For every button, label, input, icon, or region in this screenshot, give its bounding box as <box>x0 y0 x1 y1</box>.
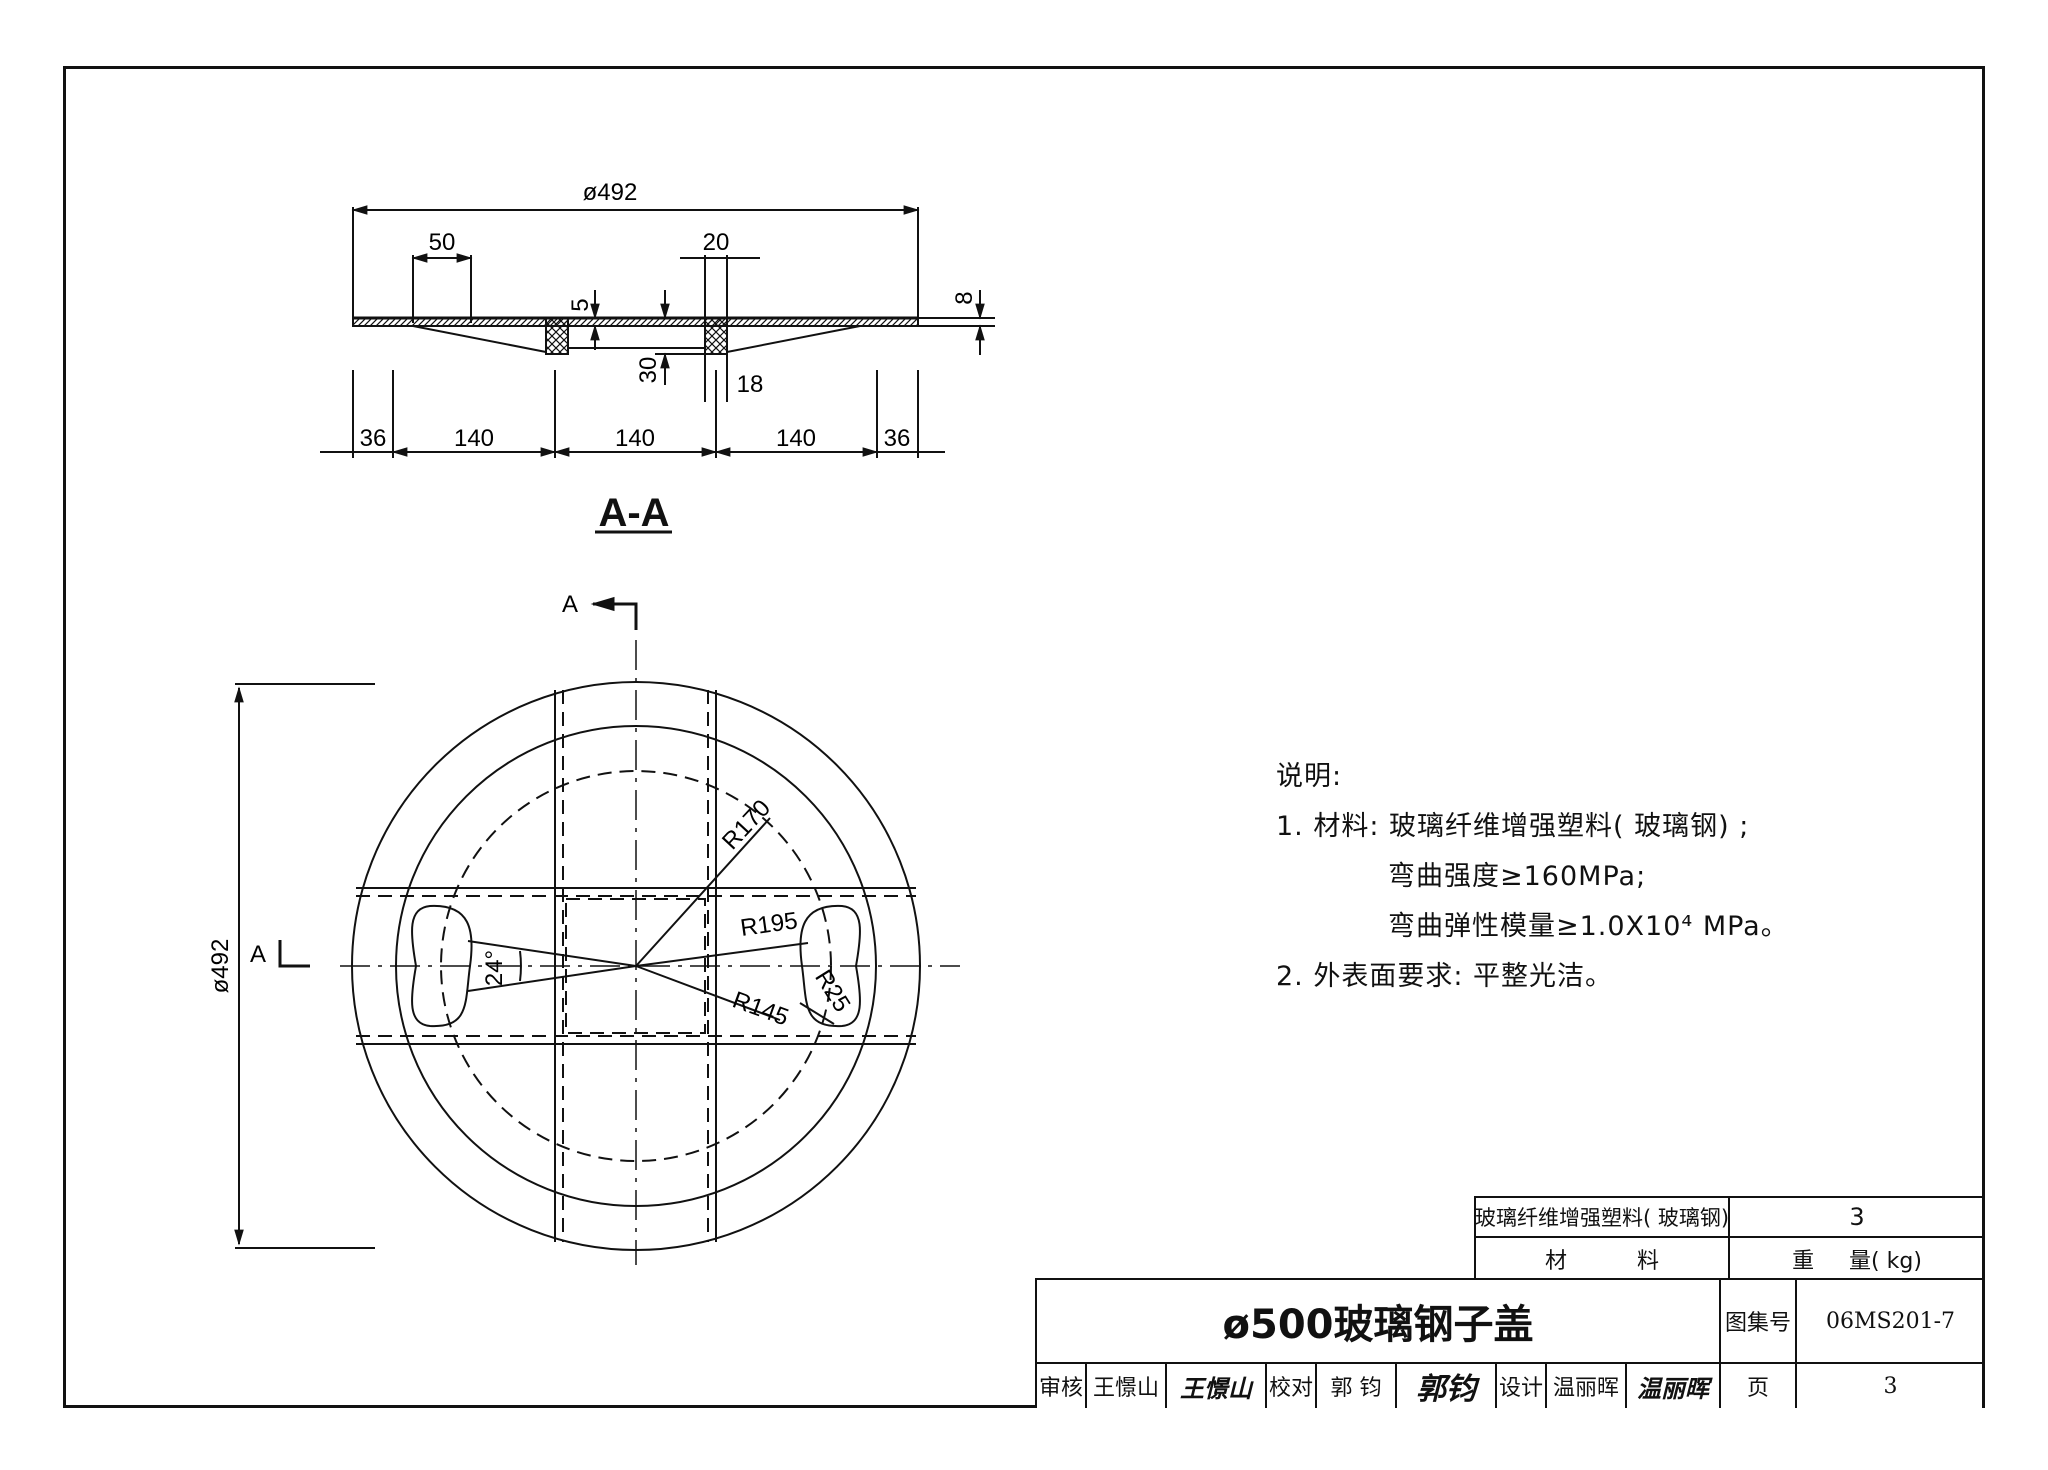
material-table: 玻璃纤维增强塑料( 玻璃钢) 3 材 料 重 量( kg) <box>1474 1196 1984 1280</box>
material-name: 玻璃纤维增强塑料( 玻璃钢) <box>1475 1198 1730 1238</box>
material-header: 材 料 <box>1476 1238 1730 1280</box>
page-number: 3 <box>1883 1373 1898 1399</box>
section-marker-left: A <box>250 941 266 968</box>
dim-chain-5: 36 <box>884 425 911 452</box>
reviewer-name: 王憬山 <box>1087 1364 1167 1408</box>
dim-edge-thickness: 8 <box>951 291 978 304</box>
dim-rib-height: 30 <box>635 357 662 384</box>
notes-line-1: 1. 材料: 玻璃纤维增强塑料( 玻璃钢) ; <box>1276 811 1750 842</box>
reviewer-signature: 王憬山 <box>1167 1364 1267 1408</box>
designer-name: 温丽晖 <box>1547 1364 1627 1408</box>
dim-chain-1: 36 <box>360 425 387 452</box>
dim-chain-2: 140 <box>454 425 494 452</box>
drawing-title: ø500玻璃钢子盖 <box>1037 1280 1721 1364</box>
dim-rib-width: 20 <box>703 229 730 256</box>
checker-signature: 郭钧 <box>1397 1364 1497 1408</box>
section-view <box>320 205 995 534</box>
dim-flange-width: 50 <box>429 229 456 256</box>
dim-plate-thickness: 5 <box>567 298 594 311</box>
page-label: 页 <box>1721 1364 1797 1408</box>
section-label: A-A <box>598 491 669 535</box>
atlas-number: 06MS201-7 <box>1797 1280 1984 1364</box>
title-block: ø500玻璃钢子盖 图集号 06MS201-7 审核 王憬山 王憬山 校对 郭 … <box>1035 1278 1984 1408</box>
dim-chain-3: 140 <box>615 425 655 452</box>
notes-line-3: 弯曲弹性模量≥1.0X10⁴ MPa。 <box>1388 911 1789 942</box>
weight-value: 3 <box>1730 1198 1984 1238</box>
section-marker-top: A <box>562 591 578 618</box>
notes-block: 说明: 1. 材料: 玻璃纤维增强塑料( 玻璃钢) ; 弯曲强度≥160MPa;… <box>1276 752 1789 1002</box>
notes-heading: 说明: <box>1276 761 1343 792</box>
drawing-frame <box>63 66 1985 1408</box>
atlas-label: 图集号 <box>1721 1280 1797 1364</box>
designer-signature: 温丽晖 <box>1627 1364 1721 1408</box>
weight-header: 重 量( kg) <box>1792 1249 1922 1274</box>
plan-view <box>234 596 960 1265</box>
notes-line-2: 弯曲强度≥160MPa; <box>1388 861 1647 892</box>
plan-diameter: ø492 <box>207 939 234 994</box>
notes-line-4: 2. 外表面要求: 平整光洁。 <box>1276 961 1614 992</box>
plan-angle: 24° <box>481 950 508 986</box>
design-label: 设计 <box>1497 1364 1547 1408</box>
check-label: 校对 <box>1267 1364 1317 1408</box>
dim-overall-diameter: ø492 <box>583 179 638 206</box>
dim-chain-4: 140 <box>776 425 816 452</box>
dim-rib-base: 18 <box>737 371 764 398</box>
review-label: 审核 <box>1037 1364 1087 1408</box>
checker-name: 郭 钧 <box>1317 1364 1397 1408</box>
